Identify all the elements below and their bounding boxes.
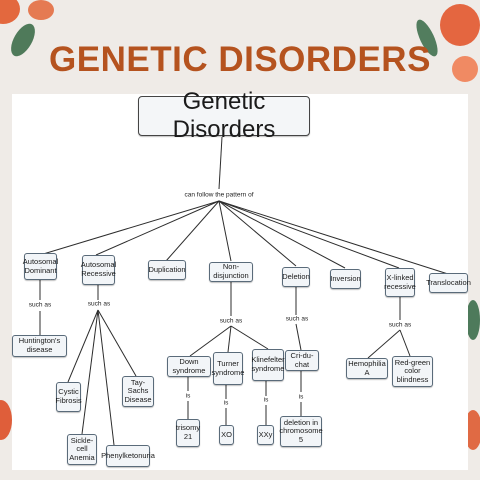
node-cri-du-chat: Cri-du-chat xyxy=(285,350,319,371)
page-title: GENETIC DISORDERS xyxy=(49,40,431,79)
node-hemophilia-a: Hemophilia A xyxy=(346,358,388,379)
node-deletion: Deletion xyxy=(282,267,310,287)
flower-decoration-top-left xyxy=(0,0,20,24)
node-down-syndrome: Down syndrome xyxy=(167,356,211,377)
node-xxy: XXy xyxy=(257,425,274,445)
concept-map-panel: Genetic Disorders can follow the pattern… xyxy=(12,88,471,470)
flower-decoration-top-right-small xyxy=(452,56,478,82)
node-sickle-cell-anemia: Sickle-cell Anemia xyxy=(67,434,97,465)
flower-decoration-top-left-small xyxy=(28,0,54,20)
node-huntingtons-disease: Huntington's disease xyxy=(12,335,67,357)
node-inversion: Inversion xyxy=(330,269,361,289)
node-genetic-disorders: Genetic Disorders xyxy=(138,88,310,143)
node-trisomy-21: trisomy 21 xyxy=(176,419,200,447)
flower-decoration-bottom-right xyxy=(464,410,480,450)
node-phenylketonuria: Phenylketonuria xyxy=(101,445,155,467)
link-label-is-down: is xyxy=(184,392,192,400)
node-duplication: Duplication xyxy=(148,260,186,280)
node-autosomal-recessive: Autosomal Recessive xyxy=(81,255,116,285)
node-autosomal-dominant: Autosomal Dominant xyxy=(23,253,58,280)
node-x-linked-recessive: X-linked recessive xyxy=(384,268,416,297)
node-turner-syndrome: Turner syndrome xyxy=(212,352,244,385)
concept-map-links xyxy=(39,136,449,446)
link-label-such-as-nondisjunction: such as xyxy=(218,317,244,325)
node-translocation: Translocation xyxy=(426,273,471,293)
flower-decoration-bottom-left xyxy=(0,400,12,440)
node-cystic-fibrosis: Cystic Fibrosis xyxy=(55,382,82,412)
link-label-such-as-xlinked: such as xyxy=(387,321,413,329)
link-label-such-as-recessive: such as xyxy=(86,300,112,308)
link-label-is-turner: is xyxy=(222,399,230,407)
link-label-such-as-dominant: such as xyxy=(27,301,53,309)
node-non-disjunction: Non-disjunction xyxy=(209,262,253,282)
node-tay-sachs-disease: Tay-Sachs Disease xyxy=(122,376,154,407)
link-label-such-as-deletion: such as xyxy=(284,315,310,323)
node-red-green-color-blindness: Red-green color blindness xyxy=(392,356,433,387)
node-klinefelter-syndrome: Klinefelter syndrome xyxy=(251,349,285,381)
link-label-is-klinefelter: is xyxy=(262,396,270,404)
link-label-can-follow: can follow the pattern of xyxy=(183,191,255,199)
link-label-is-cri-du-chat: is xyxy=(297,393,305,401)
leaf-decoration-right xyxy=(466,300,480,340)
node-xo: XO xyxy=(219,425,234,445)
node-deletion-chromosome-5: deletion in chromosome 5 xyxy=(279,416,323,447)
flower-decoration-top-right xyxy=(440,4,480,46)
